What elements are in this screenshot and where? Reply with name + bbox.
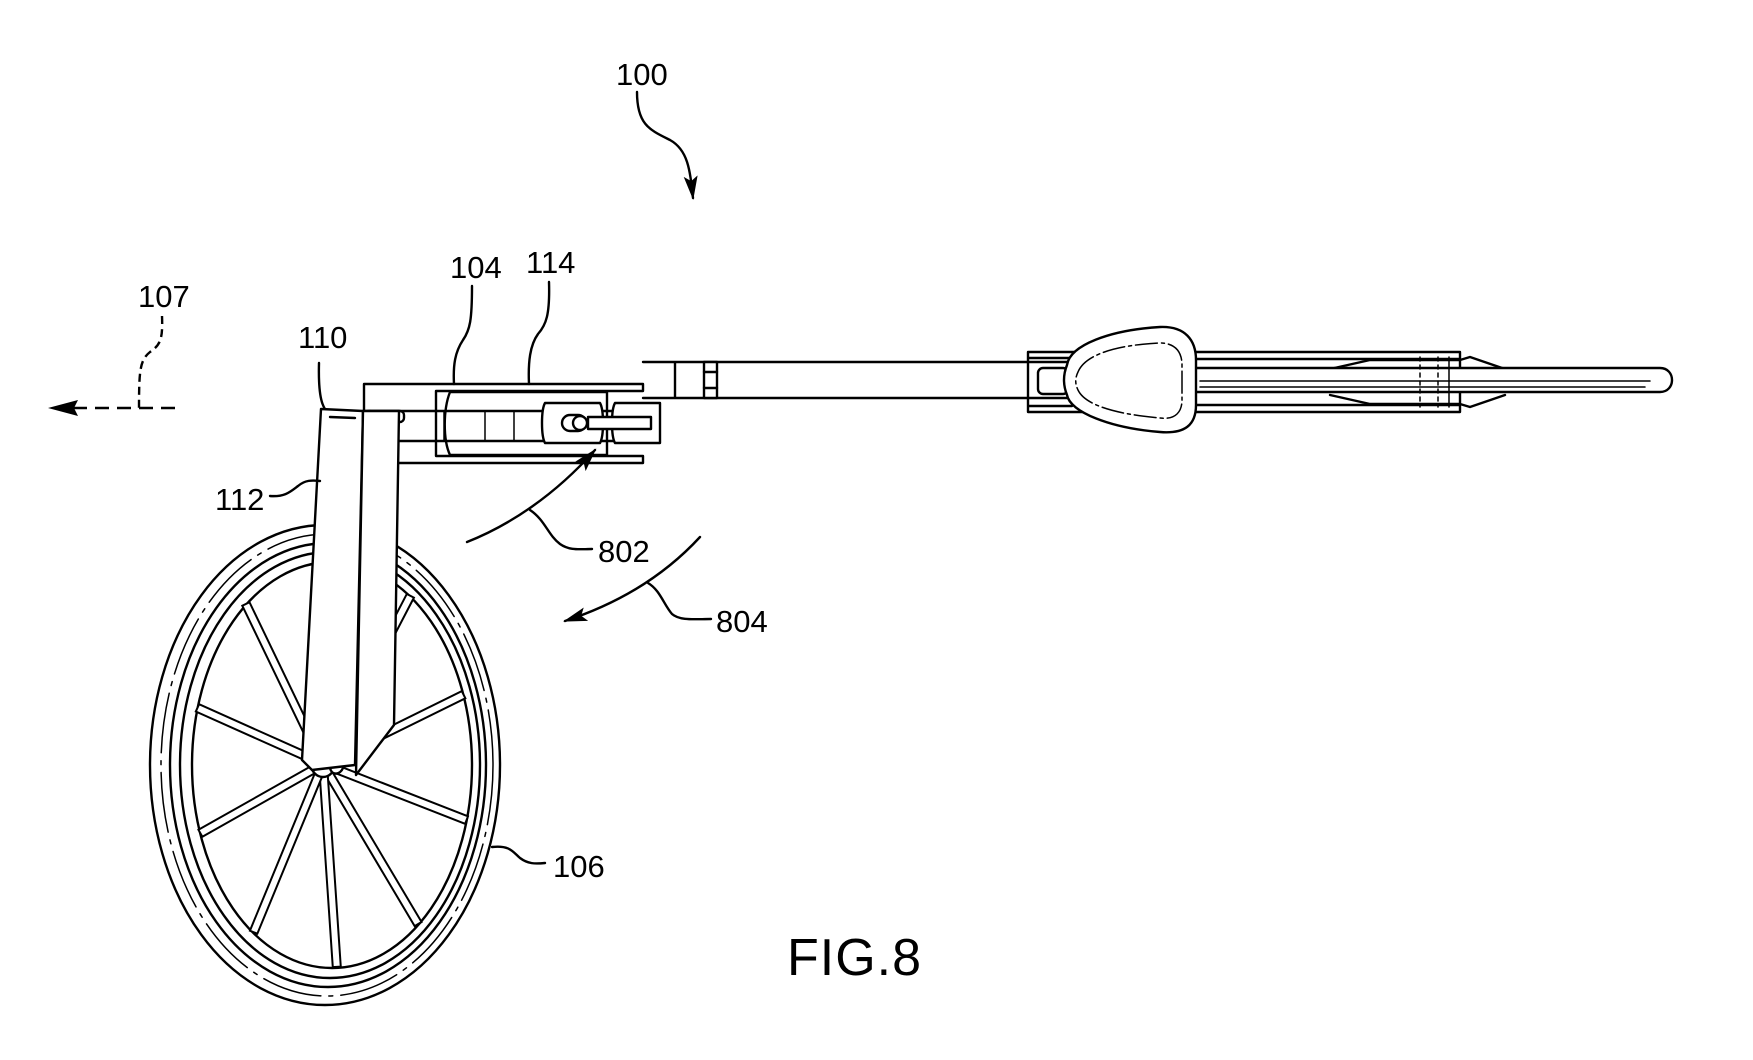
- fork-assembly: 112: [215, 407, 406, 777]
- fork-rear-leg-inner: [328, 415, 357, 420]
- ref-114-label: 114: [526, 245, 575, 280]
- ref-104-leader: [452, 284, 474, 386]
- ref-104-label: 104: [450, 250, 502, 285]
- ref-106-label: 106: [553, 849, 605, 884]
- ref-802-leader: [528, 508, 594, 551]
- fork-rear-leg: [300, 407, 365, 772]
- ref-112-label: 112: [215, 482, 264, 517]
- handle-grip-contour: [1075, 342, 1183, 420]
- handle-taper: [1328, 355, 1507, 409]
- device-callout: 100: [616, 57, 698, 200]
- direction-arrowhead-icon: [48, 400, 78, 416]
- rotation-callouts: 802 804: [465, 448, 768, 639]
- shaft-joint: [702, 360, 719, 400]
- wheel-tire-highlight: [160, 533, 494, 997]
- fork-front-leg: [354, 409, 401, 777]
- ref-804-label: 804: [716, 604, 768, 639]
- shaft-assembly: [362, 360, 1072, 465]
- handle-assembly: [1026, 325, 1674, 434]
- ref-100-arrow: [635, 90, 698, 200]
- handle-rod: [1193, 366, 1674, 394]
- inner-tube: [443, 390, 609, 457]
- rotation-up-arrow: [465, 448, 597, 544]
- ref-100-label: 100: [616, 57, 668, 92]
- ref-110-label: 110: [298, 320, 347, 355]
- sliding-lock-pin: [586, 415, 653, 431]
- ref-107-label: 107: [138, 279, 190, 314]
- rotation-down-arrow: [563, 535, 702, 623]
- direction-callout: 107: [48, 279, 190, 416]
- shaft-callouts: 104 114: [450, 245, 575, 386]
- ref-804-leader: [646, 581, 713, 621]
- handle-bracket: [1026, 350, 1462, 414]
- handle-grip: [1062, 325, 1198, 434]
- figure-title: FIG.8: [787, 929, 922, 987]
- ref-112-leader: [268, 479, 322, 498]
- ref-114-leader: [527, 280, 551, 386]
- ref-107-leader: [137, 315, 164, 409]
- ref-106-leader: [490, 845, 547, 865]
- sliding-lock-knob-end: [571, 414, 589, 432]
- ref-802-label: 802: [598, 534, 650, 569]
